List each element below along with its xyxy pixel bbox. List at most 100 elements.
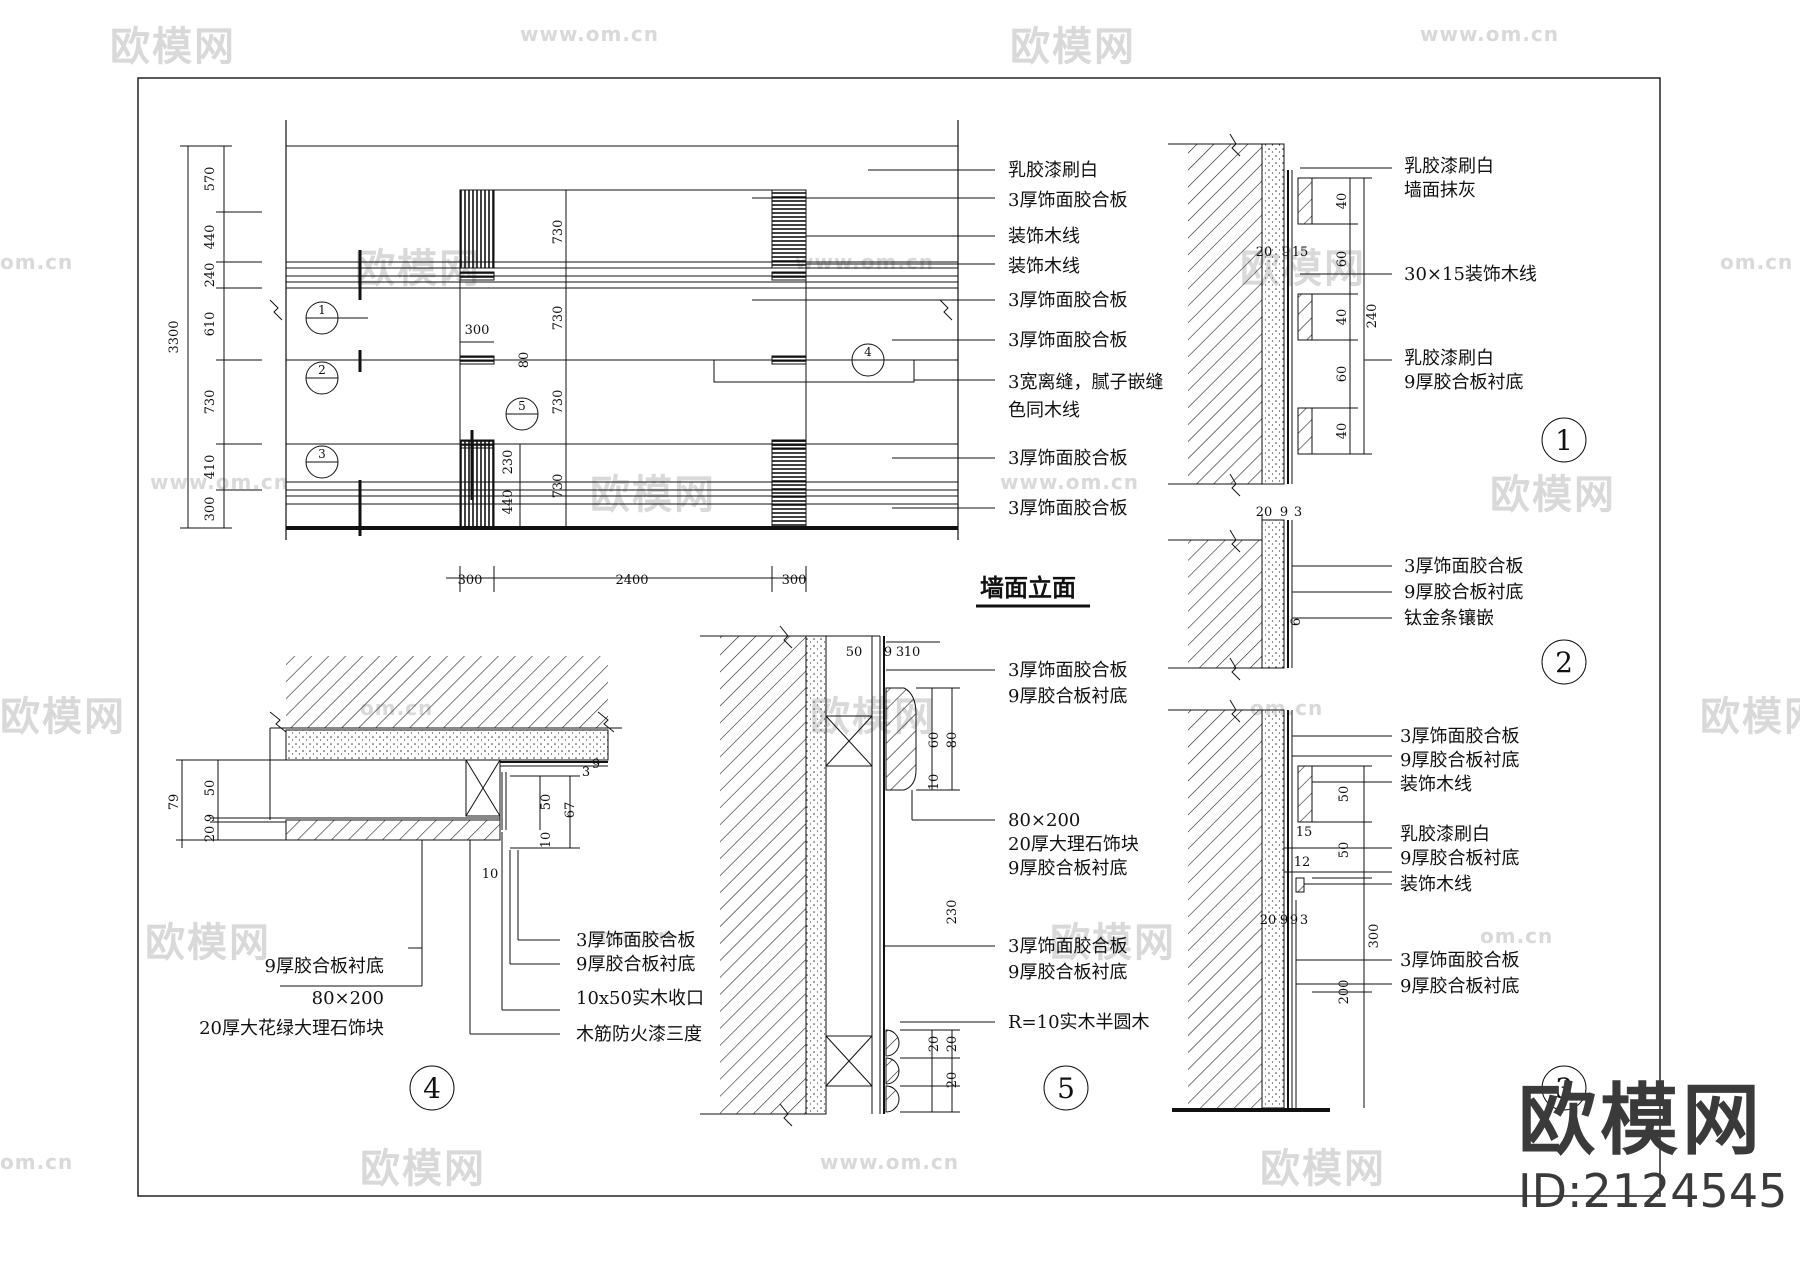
dim-730: 730	[551, 390, 566, 415]
d4-label-backing: 9厚胶合板衬底	[265, 956, 384, 977]
d2-dim-20: 20	[1256, 505, 1273, 520]
section-mark-4: 4	[864, 345, 872, 359]
d3-dim-9: 9	[1290, 913, 1298, 928]
d1-dim-15: 15	[1292, 245, 1309, 260]
d1-dim-40: 40	[1335, 193, 1350, 210]
d5-label-backing: 9厚胶合板衬底	[1008, 858, 1127, 879]
d5-dim-3: 3	[896, 645, 904, 660]
dim-570: 570	[203, 167, 218, 192]
dim-300: 300	[782, 573, 807, 588]
d5-dim-9: 9	[884, 645, 892, 660]
d5-label-backing: 9厚胶合板衬底	[1008, 962, 1127, 983]
callout-gap-putty: 3宽离缝，腻子嵌缝	[1008, 372, 1163, 393]
d1-label-latex: 乳胶漆刷白	[1404, 156, 1494, 177]
dim-730: 730	[203, 390, 218, 415]
d5-dim-230: 230	[945, 900, 960, 925]
d1-dim-9: 9	[1282, 245, 1290, 260]
detail-3-number: 3	[1555, 1072, 1573, 1105]
detail-3	[1168, 699, 1587, 1112]
d4-dim-10: 10	[482, 867, 499, 882]
d5-dim-20: 20	[927, 1036, 942, 1053]
d3-label-backing: 9厚胶合板衬底	[1400, 976, 1519, 997]
section-mark-3: 3	[318, 447, 326, 461]
d2-dim-3: 3	[1294, 505, 1302, 520]
d1-label-latex: 乳胶漆刷白	[1404, 348, 1494, 369]
detail-1-number: 1	[1555, 424, 1573, 457]
d3-label-backing: 9厚胶合板衬底	[1400, 848, 1519, 869]
elevation-dimensions	[180, 145, 807, 592]
d1-dim-240: 240	[1365, 304, 1380, 329]
d1-dim-60: 60	[1335, 251, 1350, 268]
callout-veneer-plywood: 3厚饰面胶合板	[1008, 498, 1127, 519]
brand-watermark: 欧模网 ID:2124545	[1518, 1082, 1787, 1217]
d3-dim-300: 300	[1367, 924, 1382, 949]
dim-240: 240	[203, 263, 218, 288]
d1-dim-60: 60	[1335, 366, 1350, 383]
dim-730: 730	[551, 474, 566, 499]
d4-dim-10: 10	[539, 832, 554, 849]
callout-wood-trim: 装饰木线	[1008, 256, 1080, 277]
dim-730: 730	[551, 306, 566, 331]
d5-dim-20: 20	[945, 1072, 960, 1089]
detail-5-text: 50 9 3 10 60 80 10 230 20 20 20 3厚饰面胶合板 …	[846, 645, 1150, 1105]
d3-dim-20: 20	[1260, 913, 1277, 928]
dim-410: 410	[203, 455, 218, 480]
elevation-callouts: 乳胶漆刷白 3厚饰面胶合板 装饰木线 装饰木线 3厚饰面胶合板 3厚饰面胶合板 …	[1008, 160, 1163, 519]
sheet-border	[137, 77, 1661, 1197]
d4-dim-50: 50	[203, 780, 218, 797]
callout-veneer-plywood: 3厚饰面胶合板	[1008, 448, 1127, 469]
d2-label-veneer: 3厚饰面胶合板	[1404, 556, 1523, 577]
d5-label-halfround: R=10实木半圆木	[1008, 1012, 1150, 1033]
d3-dim-3: 3	[1300, 913, 1308, 928]
d3-dim-15: 15	[1296, 825, 1313, 840]
d5-dim-10: 10	[904, 645, 921, 660]
d2-label-backing: 9厚胶合板衬底	[1404, 582, 1523, 603]
detail-2-text: 20 9 3 6 3厚饰面胶合板 9厚胶合板衬底 钛金条镶嵌 2	[1256, 505, 1573, 679]
detail-5	[700, 625, 1089, 1127]
dim-440: 440	[501, 490, 516, 515]
d3-label-trim: 装饰木线	[1400, 874, 1472, 895]
d4-dim-79: 79	[167, 794, 182, 811]
d3-dim-50: 50	[1337, 786, 1352, 803]
d5-label-marble: 20厚大理石饰块	[1008, 834, 1139, 855]
dim-610: 610	[203, 312, 218, 337]
d1-label-backing: 9厚胶合板衬底	[1404, 372, 1523, 393]
brand-logo: 欧模网	[1518, 1076, 1765, 1166]
d3-label-veneer: 3厚饰面胶合板	[1400, 950, 1519, 971]
section-mark-1: 1	[318, 303, 326, 317]
d1-dim-20: 20	[1256, 245, 1273, 260]
d5-dim-50: 50	[846, 645, 863, 660]
dim-440: 440	[203, 225, 218, 250]
d3-label-latex: 乳胶漆刷白	[1400, 824, 1490, 845]
d1-dim-40: 40	[1335, 423, 1350, 440]
d4-label-veneer: 3厚饰面胶合板	[576, 930, 695, 951]
page-title: 墙面立面	[980, 573, 1076, 602]
d1-label-trim: 30×15装饰木线	[1404, 264, 1537, 285]
d4-dim-9: 9	[203, 814, 218, 822]
dim-730: 730	[551, 220, 566, 245]
wall-elevation	[269, 120, 959, 540]
dim-300-small: 300	[465, 323, 490, 338]
dim-80: 80	[517, 352, 532, 369]
d3-dim-12: 12	[1294, 855, 1311, 870]
dim-230: 230	[501, 450, 516, 475]
d4-dim-67: 67	[563, 802, 578, 819]
section-mark-5: 5	[518, 399, 526, 413]
callout-veneer-plywood: 3厚饰面胶合板	[1008, 190, 1127, 211]
elevation-leaders	[752, 169, 995, 509]
dim-total-3300: 3300	[167, 320, 182, 353]
d2-dim-6: 6	[1289, 618, 1304, 626]
detail-4-number: 4	[423, 1072, 441, 1105]
d3-label-veneer: 3厚饰面胶合板	[1400, 726, 1519, 747]
detail-1-text: 40 60 40 60 40 240 20 9 15 乳胶漆刷白 墙面抹灰 30…	[1256, 156, 1573, 457]
d4-dim-3: 3	[582, 765, 590, 780]
detail-2	[1168, 514, 1587, 685]
dim-300: 300	[203, 497, 218, 522]
detail-4-text: 79 50 20 9 50 67 10 10 3 9 3厚饰面胶合板 9厚胶合板…	[167, 757, 704, 1105]
d4-label-backing: 9厚胶合板衬底	[576, 954, 695, 975]
d1-label-plaster: 墙面抹灰	[1404, 180, 1476, 201]
d4-label-size: 80×200	[312, 988, 384, 1009]
d2-label-titanium: 钛金条镶嵌	[1404, 608, 1494, 629]
d5-dim-20: 20	[945, 1036, 960, 1053]
